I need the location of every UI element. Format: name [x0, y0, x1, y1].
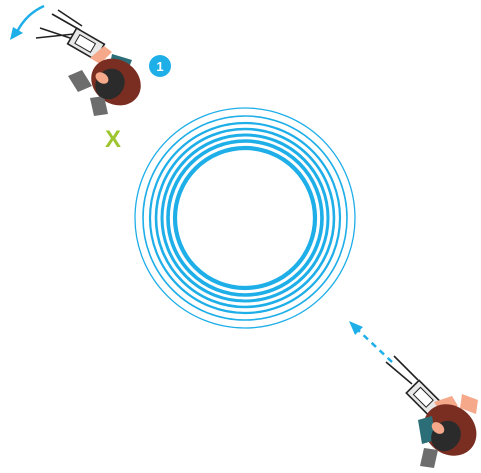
- ring-3: [150, 123, 340, 313]
- ring-5: [162, 135, 328, 301]
- step-badge-label: 1: [156, 59, 163, 74]
- person-with-tool-bottom: [386, 356, 481, 468]
- ring-4: [156, 129, 334, 307]
- rotate-arrow-icon: [10, 6, 44, 40]
- person-with-tool-top: [36, 10, 150, 116]
- target-rings: [135, 108, 355, 328]
- ring-7: [175, 148, 315, 288]
- step-badge: 1: [149, 55, 171, 77]
- approach-arrow-icon: [349, 321, 392, 362]
- ring-6: [168, 141, 322, 295]
- wrong-spot-mark: X: [105, 126, 121, 153]
